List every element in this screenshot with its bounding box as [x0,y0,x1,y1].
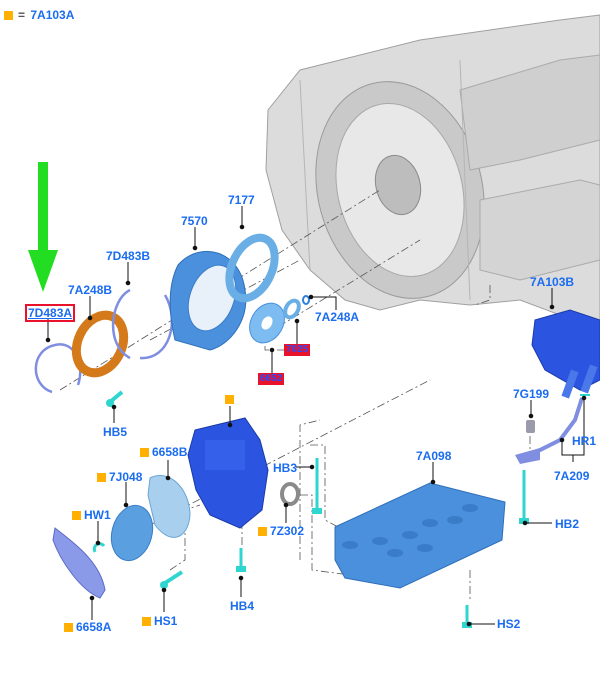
legend: = 7A103A [4,8,74,22]
orange-square-marker-icon [258,527,267,536]
part-HB5-bolt[interactable] [106,390,124,407]
orange-square-marker-icon [72,511,81,520]
part-HB3-bolt[interactable] [312,458,322,514]
callout-7A103B[interactable]: 7A103B [530,275,575,289]
callout-7A103A-marker-icon[interactable] [225,395,234,404]
legend-part-number[interactable]: 7A103A [30,8,75,22]
part-7025[interactable] [282,298,301,320]
orange-square-marker-icon [64,623,73,632]
callout-7D483B[interactable]: 7D483B [106,249,151,263]
callout-7Z302-text: 7Z302 [270,524,305,538]
callout-6658B[interactable]: 6658B [140,445,187,459]
orange-square-marker-icon [97,473,106,482]
callout-6658A[interactable]: 6658A [64,620,111,634]
part-HB4-bolt[interactable] [236,548,246,572]
callout-7A248A[interactable]: 7A248A [315,310,360,324]
part-7A248A-oring[interactable] [302,295,310,305]
callout-HB5[interactable]: HB5 [103,425,128,439]
part-7A209-linkage[interactable] [515,397,584,464]
callout-7A209[interactable]: 7A209 [554,469,590,483]
part-HS1-bolt[interactable] [160,570,184,589]
part-7A098-valve-body[interactable] [334,482,506,589]
transmission-housing[interactable] [265,14,600,331]
callout-6652[interactable]: 6652 [258,373,285,385]
callout-7A248B[interactable]: 7A248B [68,283,113,297]
callout-HR1[interactable]: HR1 [572,434,597,448]
part-HW1-clip[interactable] [92,542,106,553]
legend-equals: = [18,8,26,22]
callout-7Z302[interactable]: 7Z302 [258,524,304,538]
callout-HB4[interactable]: HB4 [230,599,255,613]
callout-7570[interactable]: 7570 [181,214,208,228]
orange-square-marker-icon [4,11,13,20]
callout-7J048-text: 7J048 [109,470,143,484]
indicator-arrow-icon [28,162,58,292]
part-7D483B-snap-ring[interactable] [111,288,174,360]
callout-7A098[interactable]: 7A098 [416,449,452,463]
part-7J048-gear[interactable] [105,501,158,565]
callout-6658A-text: 6658A [76,620,112,634]
part-7G199[interactable] [526,420,535,433]
orange-square-marker-icon [140,448,149,457]
callout-HW1[interactable]: HW1 [72,508,111,522]
part-7177-ring[interactable] [220,231,283,306]
callout-HS1[interactable]: HS1 [142,614,177,628]
part-HB2-bolt[interactable] [519,470,529,524]
part-7A103A-pump-body[interactable] [187,417,269,529]
callout-7J048[interactable]: 7J048 [97,470,142,484]
callout-HB3[interactable]: HB3 [273,461,298,475]
part-7A103B-solenoid[interactable] [531,309,600,399]
callout-7D483A[interactable]: 7D483A [25,304,76,322]
callout-HS2[interactable]: HS2 [497,617,521,631]
part-7Z302-seal[interactable] [280,482,300,506]
part-6658B-plate[interactable] [147,475,191,538]
callout-7025[interactable]: 7025 [284,344,311,356]
callout-HS1-text: HS1 [154,614,178,628]
part-6658A-cover[interactable] [52,527,106,599]
orange-square-marker-icon [142,617,151,626]
leader-lines [45,206,587,627]
callout-7177[interactable]: 7177 [228,193,255,207]
callout-6658B-text: 6658B [152,445,188,459]
callout-HB2[interactable]: HB2 [555,517,580,531]
part-7A248B-seal[interactable] [67,308,132,381]
washer-hole [261,316,273,330]
callout-7G199[interactable]: 7G199 [513,387,550,401]
callout-HW1-text: HW1 [84,508,111,522]
